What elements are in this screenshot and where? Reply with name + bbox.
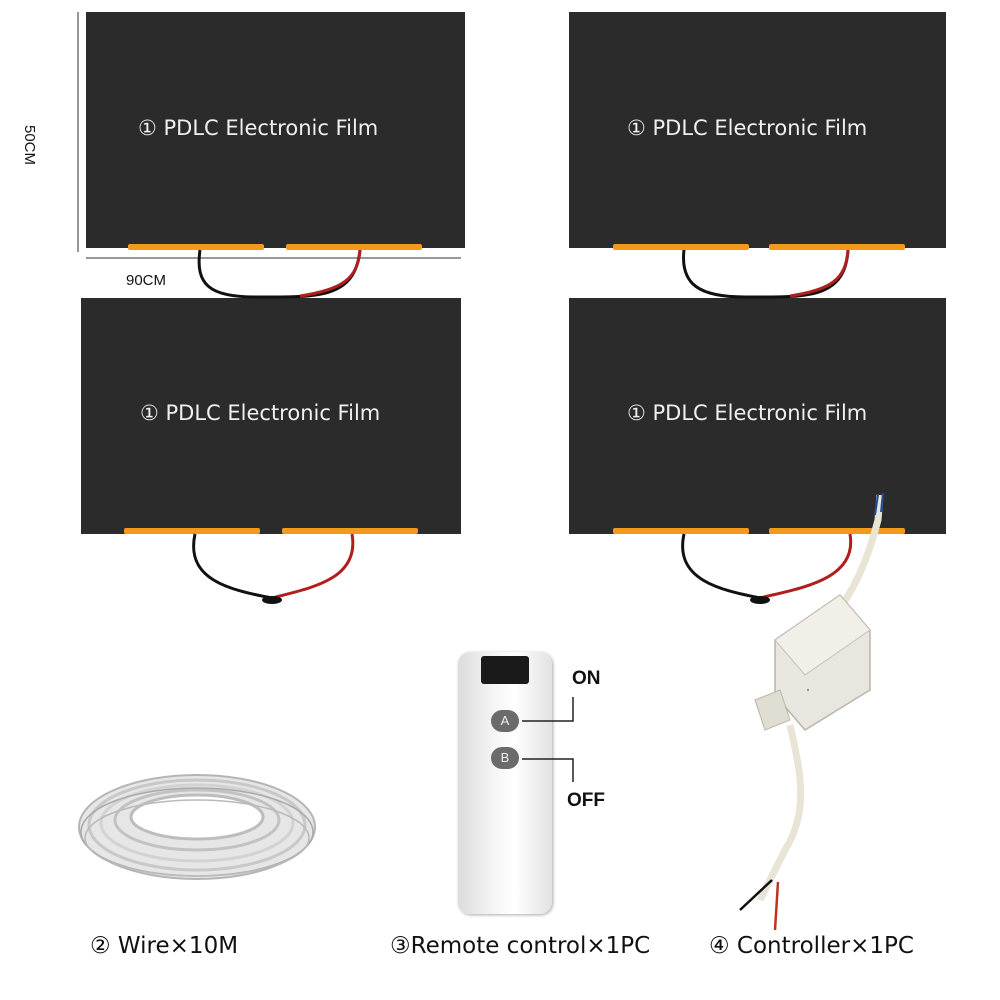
wire-coil-image — [78, 774, 316, 880]
remote-control: A B — [458, 652, 552, 914]
remote-display — [481, 656, 529, 684]
electrode-strip — [769, 528, 905, 534]
film-label-2: ① PDLC Electronic Film — [627, 116, 868, 140]
controller-image — [739, 492, 884, 931]
film-label-4: ① PDLC Electronic Film — [627, 401, 868, 425]
film-label-3: ① PDLC Electronic Film — [140, 401, 381, 425]
controller-caption: ④ Controller×1PC — [709, 933, 914, 959]
electrode-strip — [124, 528, 260, 534]
pdlc-film-panel-1 — [86, 12, 465, 248]
film-label-1: ① PDLC Electronic Film — [138, 116, 379, 140]
off-label: OFF — [567, 790, 605, 811]
electrode-strip — [286, 244, 422, 250]
pdlc-film-panel-2 — [569, 12, 946, 248]
electrode-strip — [613, 244, 749, 250]
on-label: ON — [572, 668, 601, 689]
wire-caption: ② Wire×10M — [90, 933, 239, 959]
remote-caption: ③Remote control×1PC — [390, 933, 651, 959]
electrode-strip — [128, 244, 264, 250]
pdlc-film-panel-3 — [81, 298, 461, 534]
remote-button-a[interactable]: A — [491, 710, 519, 732]
dimension-width-label: 90CM — [126, 272, 167, 289]
remote-button-b[interactable]: B — [491, 747, 519, 769]
electrode-strip — [613, 528, 749, 534]
electrode-strip — [769, 244, 905, 250]
electrode-strip — [282, 528, 418, 534]
